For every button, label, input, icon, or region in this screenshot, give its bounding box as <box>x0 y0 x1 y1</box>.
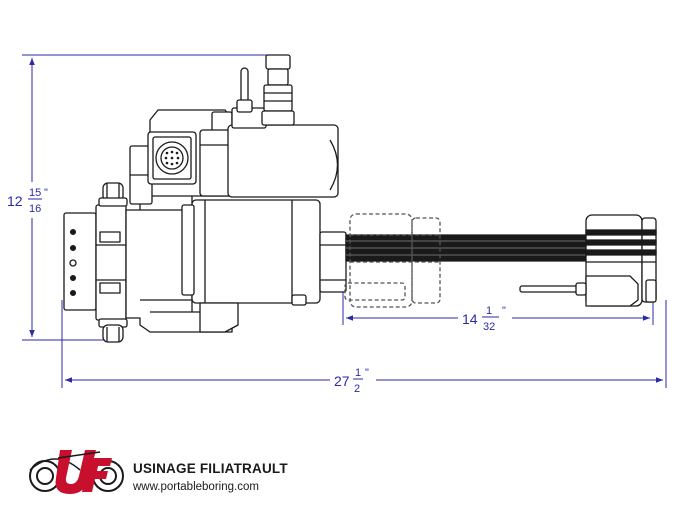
flange-hole <box>69 244 77 252</box>
lever-handle <box>236 67 253 113</box>
length-numerator: 1 <box>355 367 361 379</box>
logo-uf-monogram <box>55 450 112 494</box>
stroke-whole: 14 <box>462 311 478 327</box>
company-website-link[interactable]: www.portableboring.com <box>133 481 259 493</box>
stroke-unit: " <box>502 305 506 317</box>
height-dimension <box>22 54 270 341</box>
height-unit: " <box>44 187 48 199</box>
air-fitting <box>261 54 295 126</box>
height-dimension-label: 12 15 16 " <box>7 187 48 215</box>
boring-bar-drive-drawing <box>63 54 657 343</box>
electrical-connector <box>147 131 197 185</box>
left-flange <box>63 204 127 321</box>
bearing-housing <box>319 231 347 293</box>
carriage-retracted-hidden <box>344 213 441 308</box>
height-denominator: 16 <box>29 203 41 215</box>
length-unit: " <box>365 367 369 379</box>
flange-knob-bottom <box>98 318 128 343</box>
height-numerator: 15 <box>29 187 41 199</box>
flange-hole <box>69 274 77 282</box>
carriage-extended <box>519 214 657 307</box>
motor-housing <box>181 199 321 333</box>
flange-hole <box>69 228 77 236</box>
stroke-denominator: 32 <box>483 321 495 333</box>
length-denominator: 2 <box>354 383 360 395</box>
height-whole: 12 <box>7 193 23 209</box>
company-logo <box>29 450 124 494</box>
length-dimension <box>61 300 667 388</box>
flange-knob-top <box>98 182 128 207</box>
stroke-numerator: 1 <box>486 305 492 317</box>
flange-hole <box>69 289 77 297</box>
valve-body <box>199 107 339 198</box>
company-name: USINAGE FILIATRAULT <box>133 461 288 476</box>
length-whole: 27 <box>334 373 350 389</box>
lead-screw <box>345 234 587 262</box>
stroke-dimension-label: 14 1 32 " <box>462 305 506 333</box>
length-dimension-label: 27 1 2 " <box>334 367 369 395</box>
stroke-dimension <box>342 290 654 325</box>
